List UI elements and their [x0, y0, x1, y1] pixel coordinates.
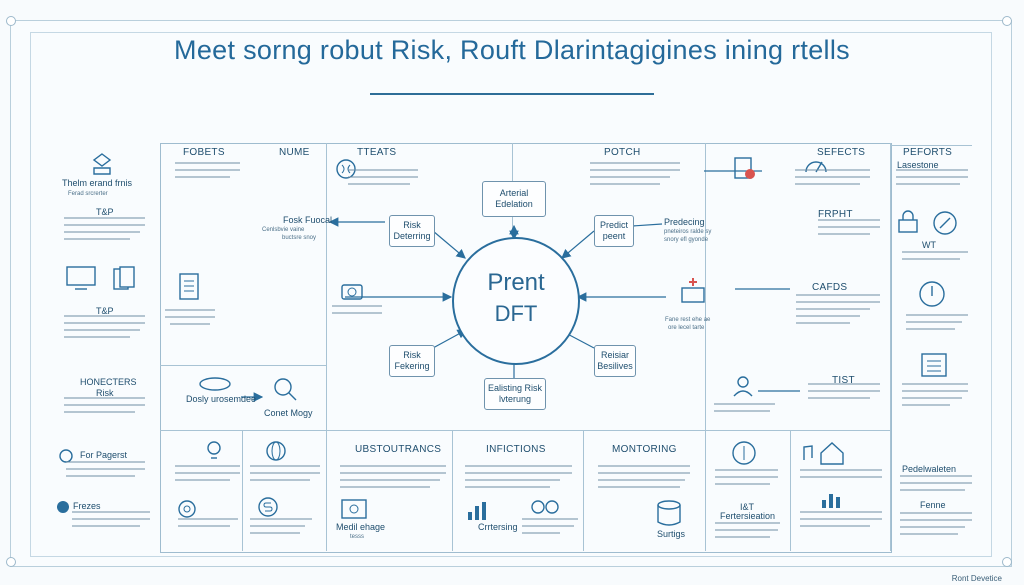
label-predecing-sub: pneteiros ralde sy: [664, 229, 712, 235]
bar-chart-icon: [468, 502, 486, 520]
label-fosk-sub2: buctsre snoy: [282, 235, 317, 241]
settings-icon: [178, 500, 196, 518]
label-paste-sub: ore lecel tarte: [668, 325, 705, 331]
title-underline: [370, 93, 654, 95]
label-predecing-sub2: snory efl gyonde: [664, 237, 709, 243]
monitor-icon: [66, 266, 96, 290]
left-honecters: HONECTERS: [80, 377, 137, 387]
label-medil-sub: tesss: [350, 534, 365, 540]
lightbulb-icon: [207, 441, 221, 459]
section-infictions: INFICTIONS: [486, 444, 546, 455]
chart-icon: [822, 494, 840, 508]
label-wt: WT: [922, 240, 936, 250]
label-lasestone: Lasestone: [897, 160, 939, 170]
node-arterial: Arterial Edelation: [482, 181, 546, 217]
power-icon: [919, 281, 945, 307]
grid-line: [326, 143, 327, 551]
left-risk: Risk: [96, 388, 114, 398]
node-risk-deterring: Risk Deterring: [389, 215, 435, 247]
database-icon: [199, 377, 231, 391]
label-surtigs: Surtigs: [657, 529, 686, 539]
section-ubstoutrancs: UBSTOUTRANCS: [355, 444, 442, 455]
label-fenne: Fenne: [920, 500, 946, 510]
label-fosk-sub: Cenlsbvie vaine: [262, 227, 305, 233]
col-header-peforts: PEFORTS: [903, 147, 953, 158]
left-tlp-2: T&P: [96, 306, 114, 316]
label-dosly: Dosly urosemdee: [186, 394, 257, 404]
label-it: I&T: [740, 502, 755, 512]
search-icon: [274, 378, 297, 401]
grid-line: [583, 430, 584, 551]
node-reisiar: Reisiar Besilives: [594, 345, 636, 377]
grid-line: [452, 430, 453, 551]
grid-line: [160, 430, 890, 431]
corner-mark: [1002, 557, 1012, 567]
label-paste-text: Fane rest ehe ae: [665, 317, 711, 323]
label-frpht: FRPHT: [818, 209, 853, 220]
center-node: Prent DFT: [452, 237, 580, 365]
label-conet-mogy: Conet Mogy: [264, 408, 313, 418]
node-risk-fekering: Risk Fekering: [389, 345, 435, 377]
section-montoring: MONTORING: [612, 444, 677, 455]
money-icon: [258, 497, 278, 517]
grid-line: [242, 430, 243, 551]
inner-frame: [30, 32, 992, 557]
list-icon: [921, 353, 947, 377]
documents-icon: [113, 266, 135, 290]
center-subtitle: DFT: [494, 301, 538, 326]
footer-credit: Ront Devetice: [951, 574, 1002, 583]
label-cafds: CAFDS: [812, 282, 848, 293]
image-icon: [341, 499, 367, 519]
corner-mark: [6, 16, 16, 26]
grid-line: [890, 145, 972, 146]
report-alert-icon: [734, 157, 755, 179]
label-predecing: Predecing: [664, 217, 705, 227]
user-icon: [733, 376, 753, 397]
node-ealisting: Ealisting Risk lvterung: [484, 378, 546, 410]
label-crrtersing: Crrtersing: [478, 522, 518, 532]
left-tlp-1: T&P: [96, 207, 114, 217]
inbox-alert-icon: [681, 278, 705, 303]
col-header-sefects: SEFECTS: [817, 147, 866, 158]
left-frezes: Frezes: [73, 501, 101, 511]
edit-circle-icon: [933, 211, 957, 235]
col-header-potch: POTCH: [604, 147, 641, 158]
grid-line: [790, 430, 791, 551]
info-icon: [57, 501, 69, 513]
corner-mark: [6, 557, 16, 567]
center-title: Prent: [487, 269, 545, 296]
user-badge-icon: [92, 153, 112, 175]
link-icon: [531, 500, 559, 514]
grid-line: [890, 143, 891, 551]
lock-icon: [898, 210, 918, 233]
brain-icon: [336, 159, 356, 179]
camera-icon: [341, 284, 363, 300]
server-icon: [657, 500, 681, 526]
label-tist: TIST: [832, 375, 855, 386]
grid-line: [160, 365, 326, 366]
label-pedelwaleten: Pedelwaleten: [902, 464, 957, 474]
left-subtitle: Ferad srcrerter: [68, 191, 108, 197]
corner-mark: [1002, 16, 1012, 26]
document-icon: [179, 273, 199, 300]
label-medil-ehage: Medil ehage: [336, 522, 386, 532]
col-header-nume: NUME: [279, 147, 310, 158]
currency-circle-icon: [732, 441, 756, 465]
node-predict-peent: Predict peent: [594, 215, 634, 247]
diagram-grid: [160, 143, 892, 553]
label-fosk-fuocal: Fosk Fuocal: [283, 215, 333, 225]
col-header-tteats: TTEATS: [357, 147, 397, 158]
grid-line: [705, 143, 706, 551]
left-for-pagerst: For Pagerst: [80, 450, 128, 460]
left-title: Thelm erand frnis: [62, 178, 133, 188]
globe-icon: [266, 441, 286, 461]
label-fertersieation: Fertersieation: [720, 511, 776, 521]
page-title: Meet sorng robut Risk, Rouft Dlarintagig…: [174, 35, 850, 65]
music-icon: [803, 445, 813, 460]
col-header-fobets: FOBETS: [183, 147, 225, 158]
home-icon: [820, 442, 844, 465]
